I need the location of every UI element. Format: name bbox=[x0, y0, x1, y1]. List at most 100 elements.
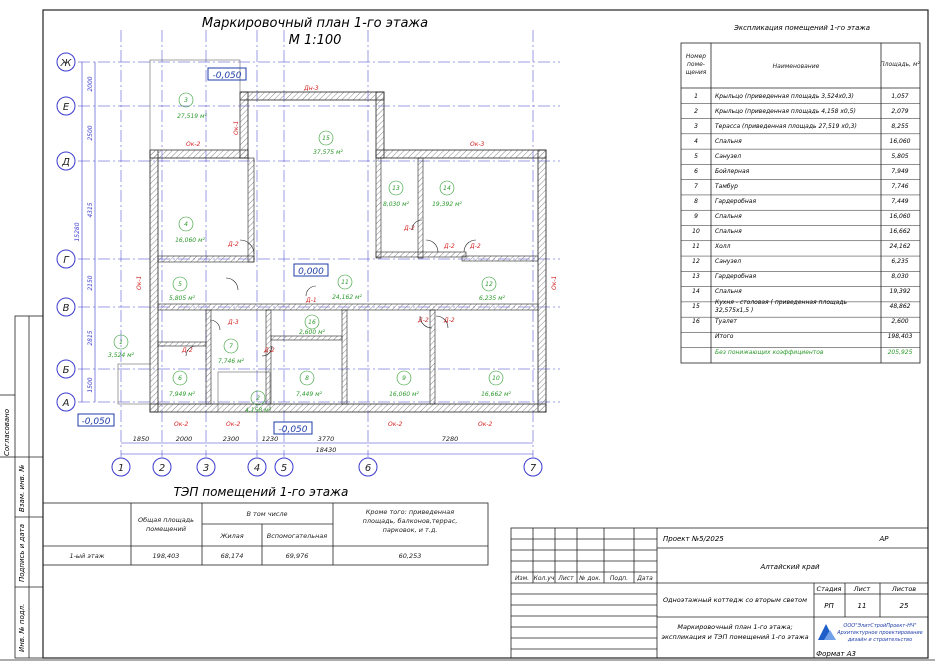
explication-raw-value: 205,925 bbox=[888, 349, 913, 356]
explication-cell-num: 7 bbox=[694, 183, 698, 190]
terrace-outline bbox=[117, 59, 271, 413]
dim-bottom: 2300 bbox=[223, 435, 240, 443]
explication-cell-name-cont: 32,575х1,5 ) bbox=[715, 307, 753, 314]
explication-cell-area: 5,805 bbox=[891, 153, 908, 160]
level-marks bbox=[77, 67, 329, 435]
opening-label: Ок-1 bbox=[551, 276, 558, 290]
dim-bottom: 2000 bbox=[176, 435, 193, 443]
stamp-region: Алтайский край bbox=[759, 563, 820, 571]
explication-cell-name: Санузел bbox=[715, 258, 741, 265]
explication-cell-num: 16 bbox=[692, 318, 700, 325]
dim-left: 2815 bbox=[87, 330, 94, 345]
explication-rows: 1 Крыльцо (приведенная площадь 3,524х0,3… bbox=[692, 93, 912, 356]
opening-label: Ок-1 bbox=[136, 276, 143, 290]
opening-label: Ок-2 bbox=[226, 421, 241, 428]
room-area: 16,060 м² bbox=[389, 391, 419, 398]
explication-cell-num: 2 bbox=[694, 108, 698, 115]
company-logo-icon bbox=[818, 624, 836, 640]
room-number: 11 bbox=[341, 279, 349, 286]
opening-label: Ок-2 bbox=[186, 141, 201, 148]
tep-header-aux: Вспомогательная bbox=[267, 532, 328, 540]
explication-cell-name: Холл bbox=[714, 243, 731, 250]
explication-cell-area: 16,662 bbox=[890, 228, 911, 235]
dimension-lines-left bbox=[81, 62, 96, 402]
axis-letter: Ж bbox=[60, 58, 73, 69]
side-label-inv: Инв. № подл. bbox=[18, 604, 26, 652]
opening-label: Ок-2 bbox=[478, 421, 493, 428]
axis-number: 3 bbox=[203, 463, 209, 474]
opening-label: Ок-2 bbox=[388, 421, 403, 428]
stamp-col: № док. bbox=[578, 575, 601, 582]
explication-cell-name: Спальня bbox=[715, 138, 742, 145]
room-area: 16,060 м² bbox=[175, 237, 205, 244]
explication-cell-area: 16,060 bbox=[890, 213, 911, 220]
axis-number-bubbles bbox=[111, 457, 543, 477]
axis-number: 5 bbox=[281, 463, 287, 474]
side-label-agreed: Согласовано bbox=[3, 409, 11, 456]
explication-header-num-3: щения bbox=[686, 69, 707, 76]
explication-cell-area: 48,862 bbox=[890, 303, 911, 310]
stamp-stage: РП bbox=[824, 602, 834, 610]
room-number: 6 bbox=[178, 375, 182, 382]
explication-cell-num: 11 bbox=[692, 243, 700, 250]
explication-cell-num: 5 bbox=[694, 153, 698, 160]
plan-scale: М 1:100 bbox=[289, 33, 342, 48]
explication-cell-area: 24,162 bbox=[890, 243, 911, 250]
explication-header-num-2: поме- bbox=[687, 61, 705, 68]
dim-bottom: 1850 bbox=[133, 435, 150, 443]
company-name-1: ООО"ЭлитСтройПроект-НЧ" bbox=[843, 623, 916, 629]
tep-aux: 69,976 bbox=[286, 552, 309, 560]
tep-header-incl: В том числе bbox=[246, 510, 287, 518]
dimension-lines-bottom bbox=[121, 442, 533, 455]
explication-header-area: Площадь, м² bbox=[880, 61, 920, 68]
room-number: 2 bbox=[256, 395, 260, 402]
level-porch-1: -0,050 bbox=[81, 417, 110, 427]
explication-table-grid bbox=[680, 42, 921, 364]
dim-bottom: 7280 bbox=[442, 435, 459, 443]
stamp-sheets: 25 bbox=[900, 602, 909, 610]
level-porch-2: -0,050 bbox=[278, 425, 307, 435]
stamp-sheets-header: Листов bbox=[891, 585, 916, 593]
axis-bubble-v bbox=[56, 297, 76, 317]
explication-raw-label: Без понижающих коэффициентов bbox=[715, 349, 824, 356]
stamp-project: Проект №5/2025 bbox=[663, 535, 724, 543]
axis-number: 1 bbox=[118, 463, 124, 474]
explication-cell-name: Спальня bbox=[715, 213, 742, 220]
stamp-col: Изм. bbox=[515, 575, 529, 582]
explication-cell-name: Гардеробная bbox=[715, 273, 756, 280]
explication-cell-name: Крыльцо (приведенная площадь 4,158 х0,5) bbox=[715, 108, 856, 115]
stamp-col: Лист bbox=[557, 575, 574, 582]
stamp-object: Одноэтажный коттедж со вторым светом bbox=[663, 596, 807, 604]
axis-bubble-3 bbox=[196, 457, 216, 477]
explication-header-name: Наименование bbox=[773, 63, 820, 70]
dim-bottom: 3770 bbox=[318, 435, 335, 443]
explication-cell-num: 12 bbox=[692, 258, 700, 265]
explication-cell-name: Гардеробная bbox=[715, 198, 756, 205]
explication-cell-num: 15 bbox=[692, 303, 700, 310]
side-stamp bbox=[0, 315, 44, 659]
room-number: 4 bbox=[184, 221, 188, 228]
explication-cell-num: 9 bbox=[694, 213, 698, 220]
plan-title: Маркировочный план 1-го этажа bbox=[202, 16, 428, 31]
axis-letter: А bbox=[62, 398, 70, 409]
sheet-format: Формат А3 bbox=[816, 650, 856, 658]
opening-label: Д-2 bbox=[417, 317, 429, 324]
dim-left: 2150 bbox=[87, 275, 94, 290]
opening-label: Д-2 bbox=[443, 243, 455, 250]
opening-label: Д-2 bbox=[403, 225, 415, 232]
opening-label: Д-2 bbox=[263, 347, 275, 354]
axis-bubble-b bbox=[56, 359, 76, 379]
opening-label: Д-2 bbox=[469, 243, 481, 250]
explication-cell-name: Санузел bbox=[715, 153, 741, 160]
explication-cell-num: 3 bbox=[694, 123, 698, 130]
explication-cell-num: 13 bbox=[692, 273, 700, 280]
tep-table-grid bbox=[42, 502, 489, 566]
room-number: 1 bbox=[119, 339, 123, 346]
explication-cell-area: 8,030 bbox=[891, 273, 908, 280]
axis-bubble-4 bbox=[247, 457, 267, 477]
room-area: 37,575 м² bbox=[313, 149, 343, 156]
dim-left: 2500 bbox=[87, 125, 94, 140]
stamp-sheet-name-2: экспликация и ТЭП помещений 1-го этажа bbox=[661, 633, 808, 641]
room-number: 15 bbox=[322, 135, 330, 142]
